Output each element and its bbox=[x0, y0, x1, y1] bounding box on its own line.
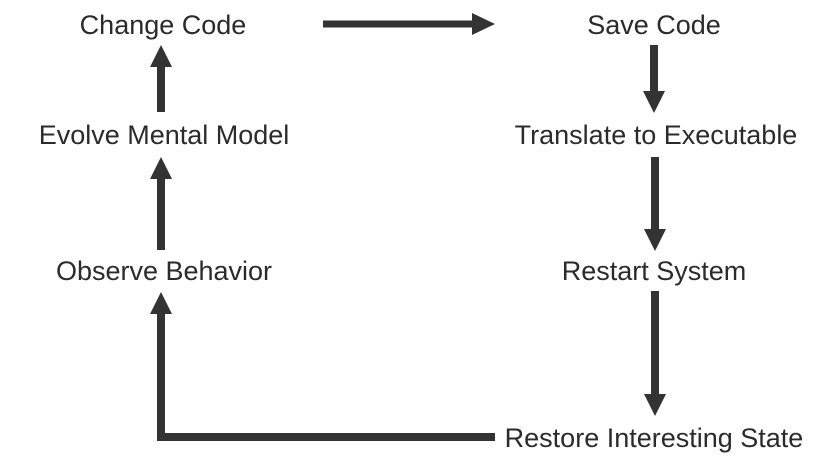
arrow-restart-system-to-restore-state bbox=[644, 291, 666, 416]
arrow-restore-state-to-observe-behavior bbox=[150, 292, 495, 441]
node-restore-interesting-state[interactable]: Restore Interesting State bbox=[504, 423, 804, 453]
node-restart-system[interactable]: Restart System bbox=[561, 256, 747, 286]
arrow-translate-to-restart-system bbox=[644, 157, 666, 251]
arrow-change-code-to-save-code bbox=[323, 13, 495, 35]
arrow-save-code-to-translate bbox=[643, 45, 665, 113]
node-save-code[interactable]: Save Code bbox=[587, 10, 721, 40]
node-evolve-mental-model[interactable]: Evolve Mental Model bbox=[38, 120, 290, 150]
node-translate-to-executable[interactable]: Translate to Executable bbox=[514, 120, 798, 150]
node-change-code[interactable]: Change Code bbox=[79, 10, 247, 40]
node-observe-behavior[interactable]: Observe Behavior bbox=[55, 256, 273, 286]
arrow-evolve-mental-model-to-change-code bbox=[150, 45, 172, 112]
arrow-observe-behavior-to-evolve-mental-model bbox=[150, 157, 172, 250]
